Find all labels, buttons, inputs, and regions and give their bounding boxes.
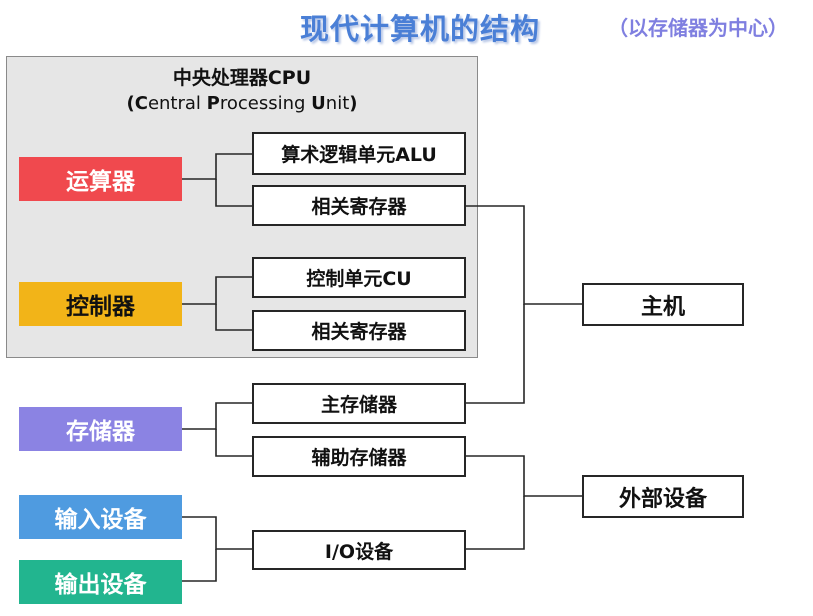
diagram-subtitle: （以存储器为中心） [608, 16, 788, 40]
connector-peripherals-top [466, 455, 582, 497]
connector-alu-unit [182, 153, 252, 180]
connector-memory-aux [215, 429, 252, 457]
control-unit-box: 控制器 [19, 282, 182, 326]
alu-registers-box: 相关寄存器 [252, 185, 466, 226]
connector-output-io [182, 549, 217, 582]
cu-registers-box: 相关寄存器 [252, 310, 466, 351]
connector-control-unit [182, 276, 252, 305]
cpu-subtitle-word-processing: rocessing [219, 93, 312, 114]
cpu-subtitle-word-central: entral [147, 93, 207, 114]
cpu-subtitle-letter-p: P [206, 93, 220, 114]
memory-box: 存储器 [19, 407, 182, 451]
connector-peripherals-bottom [466, 496, 525, 550]
cu-box: 控制单元CU [252, 257, 466, 298]
aux-memory-box: 辅助存储器 [252, 436, 466, 477]
cpu-title: 中央处理器CPU [172, 67, 312, 89]
diagram-title: 现代计算机的结构 [300, 12, 541, 46]
connector-alu-registers [215, 179, 252, 207]
cpu-subtitle-letter-c: C [134, 93, 148, 114]
cpu-subtitle: (Central Processing Unit) [6, 93, 478, 114]
connector-memory-main [182, 402, 252, 430]
cpu-subtitle-paren-open: ( [126, 93, 135, 114]
main-memory-box: 主存储器 [252, 383, 466, 424]
cpu-subtitle-paren-close: ) [349, 93, 358, 114]
peripherals-box: 外部设备 [582, 475, 744, 518]
input-device-box: 输入设备 [19, 495, 182, 539]
connector-cu-registers [215, 304, 252, 331]
connector-host-top [466, 205, 582, 305]
output-device-box: 输出设备 [19, 560, 182, 604]
alu-unit-box: 运算器 [19, 157, 182, 201]
host-box: 主机 [582, 283, 744, 326]
io-devices-box: I/O设备 [252, 530, 466, 570]
alu-box: 算术逻辑单元ALU [252, 132, 466, 175]
cpu-subtitle-word-unit: nit [325, 93, 350, 114]
cpu-subtitle-letter-u: U [311, 93, 326, 114]
connector-input-io [182, 516, 252, 550]
connector-host-bottom [466, 304, 525, 404]
